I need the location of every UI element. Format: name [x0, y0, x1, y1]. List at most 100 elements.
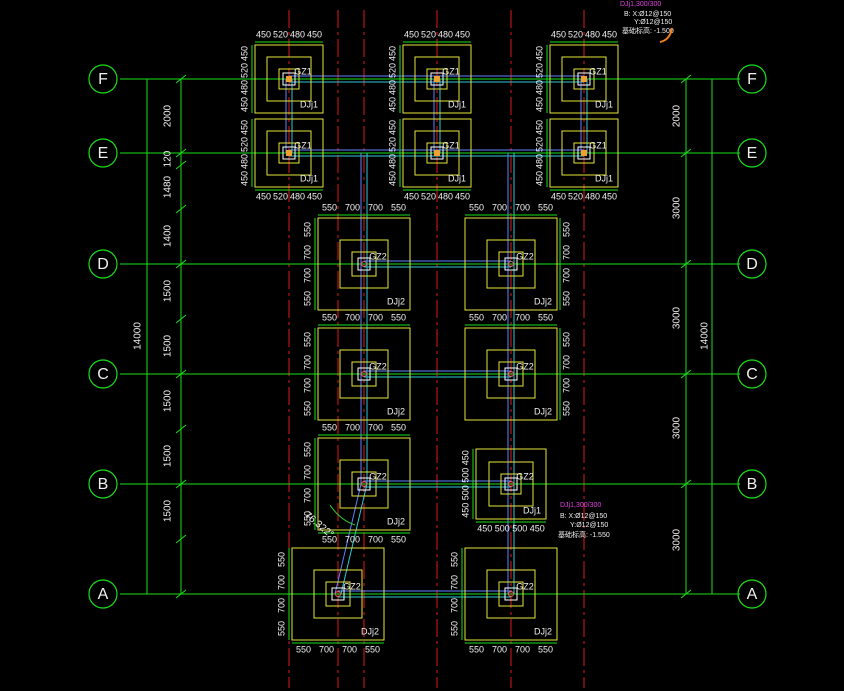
footing-step — [313, 569, 363, 619]
column-label: GZ2 — [343, 581, 361, 591]
footing-step — [414, 130, 460, 176]
footing-dim-right: 700 — [561, 355, 571, 370]
footing-dim-bottom: 700 — [492, 644, 507, 654]
tie-beam-diagonal — [334, 483, 362, 595]
footing-dim-left: 480 — [534, 154, 544, 169]
left-dim-8: 1500 — [163, 499, 174, 522]
column-core — [286, 150, 292, 156]
footing-dim-bottom: 550 — [365, 644, 380, 654]
left-dim-tick-5 — [175, 314, 187, 324]
footing-dim-top: 700 — [368, 202, 383, 212]
footing-dim-left: 450 — [387, 171, 397, 186]
footing-dim-left: 550 — [276, 621, 286, 636]
footing-dim-left: 520 — [534, 137, 544, 152]
left-dim-1: 120 — [163, 150, 174, 167]
right-dim-4: 3000 — [672, 528, 683, 551]
axis-bubble-letter-B: B — [747, 476, 758, 493]
axis-bubble-letter-C: C — [97, 366, 109, 383]
tie-beam-diagonal — [340, 483, 368, 595]
left-dim-7: 1500 — [163, 444, 174, 467]
footing-dim-left: 450 — [387, 120, 397, 135]
footing-step — [339, 349, 389, 399]
footing-dim-left: 700 — [302, 488, 312, 503]
footing-dim-bottom: 450 — [551, 191, 566, 201]
axis-bubble-letter-A: A — [747, 586, 758, 603]
footing-dim-top: 450 — [551, 29, 566, 39]
column-core — [508, 261, 514, 267]
footing-dim-bottom: 480 — [438, 191, 453, 201]
footing-dim-bottom: 700 — [515, 644, 530, 654]
left-dim-tick-7 — [175, 424, 187, 434]
footing-dim-top: 700 — [492, 202, 507, 212]
dimension-lines: 1400020001201480140015001500150015001500… — [120, 74, 740, 599]
footing-step — [325, 581, 351, 607]
left-dim-tick-4 — [175, 259, 187, 269]
column-core — [361, 261, 367, 267]
column-outline — [357, 477, 371, 491]
footing-dim-right: 550 — [561, 222, 571, 237]
right-dim-3: 3000 — [672, 416, 683, 439]
axis-bubble-F — [88, 64, 118, 94]
footing-label: DJj1 — [595, 99, 613, 109]
footing-dim-left: 450 — [460, 503, 470, 518]
footing-step — [278, 142, 300, 164]
footing-step — [402, 118, 472, 188]
footing-dim-left: 700 — [449, 575, 459, 590]
tie-beams — [285, 75, 588, 598]
footing-step — [266, 130, 312, 176]
footing-dim-top: 520 — [568, 29, 583, 39]
footing-dim-top: 550 — [391, 422, 406, 432]
footing-label: DJj1 — [448, 99, 466, 109]
footing-dim-left: 450 — [534, 120, 544, 135]
footing-dim-left: 700 — [276, 575, 286, 590]
right-dim-tick-0 — [680, 74, 692, 84]
column-label: GZ1 — [442, 66, 460, 76]
axis-bubble-A — [88, 579, 118, 609]
axis-bubble-letter-A: A — [98, 586, 109, 603]
footing-dim-top: 550 — [469, 312, 484, 322]
footing-dim-bottom: 550 — [391, 534, 406, 544]
footing-dim-bottom: 450 — [256, 191, 271, 201]
column-label: GZ1 — [294, 66, 312, 76]
right-dim-2: 3000 — [672, 306, 683, 329]
axis-bubble-C — [88, 359, 118, 389]
column-outline — [504, 477, 518, 491]
right-dim-0: 2000 — [672, 104, 683, 127]
axis-bubble-F — [737, 64, 767, 94]
footing-label: DJj2 — [534, 626, 552, 636]
footing-dim-left: 550 — [302, 222, 312, 237]
footing-dim-bottom: 700 — [319, 644, 334, 654]
note-top-line1: B: X:Ø12@150 — [624, 11, 671, 18]
column-outline — [282, 146, 296, 160]
footing-dim-top: 550 — [391, 202, 406, 212]
column-core — [286, 76, 292, 82]
footing-step — [561, 56, 607, 102]
footing-step — [500, 473, 522, 495]
footing-dim-left: 480 — [239, 80, 249, 95]
axis-bubble-B — [88, 469, 118, 499]
footing-step — [317, 437, 411, 531]
footing-step — [339, 459, 389, 509]
footing-label: DJj2 — [534, 296, 552, 306]
footing-dim-bottom: 450 — [404, 191, 419, 201]
axis-bubble-letter-F: F — [98, 71, 108, 88]
right-dim-tick-2 — [680, 259, 692, 269]
column-label: GZ2 — [369, 361, 387, 371]
left-dim-tick-2 — [175, 160, 187, 170]
footing-dim-left: 700 — [302, 465, 312, 480]
footing-dim-top: 700 — [515, 202, 530, 212]
footing-dim-left: 550 — [302, 511, 312, 526]
footing-dim-top: 550 — [322, 422, 337, 432]
footing-step — [561, 130, 607, 176]
footing-dim-left: 550 — [449, 621, 459, 636]
footing-dim-left: 700 — [302, 245, 312, 260]
footing-dim-left: 520 — [387, 63, 397, 78]
footing-label: DJj1 — [523, 505, 541, 515]
left-dim-tick-8 — [175, 479, 187, 489]
footing-dim-bottom: 700 — [368, 534, 383, 544]
footing-dim-right: 700 — [561, 245, 571, 260]
left-dim-tick-3 — [175, 204, 187, 214]
footing-step — [291, 547, 385, 641]
footing-dim-left: 450 — [239, 46, 249, 61]
